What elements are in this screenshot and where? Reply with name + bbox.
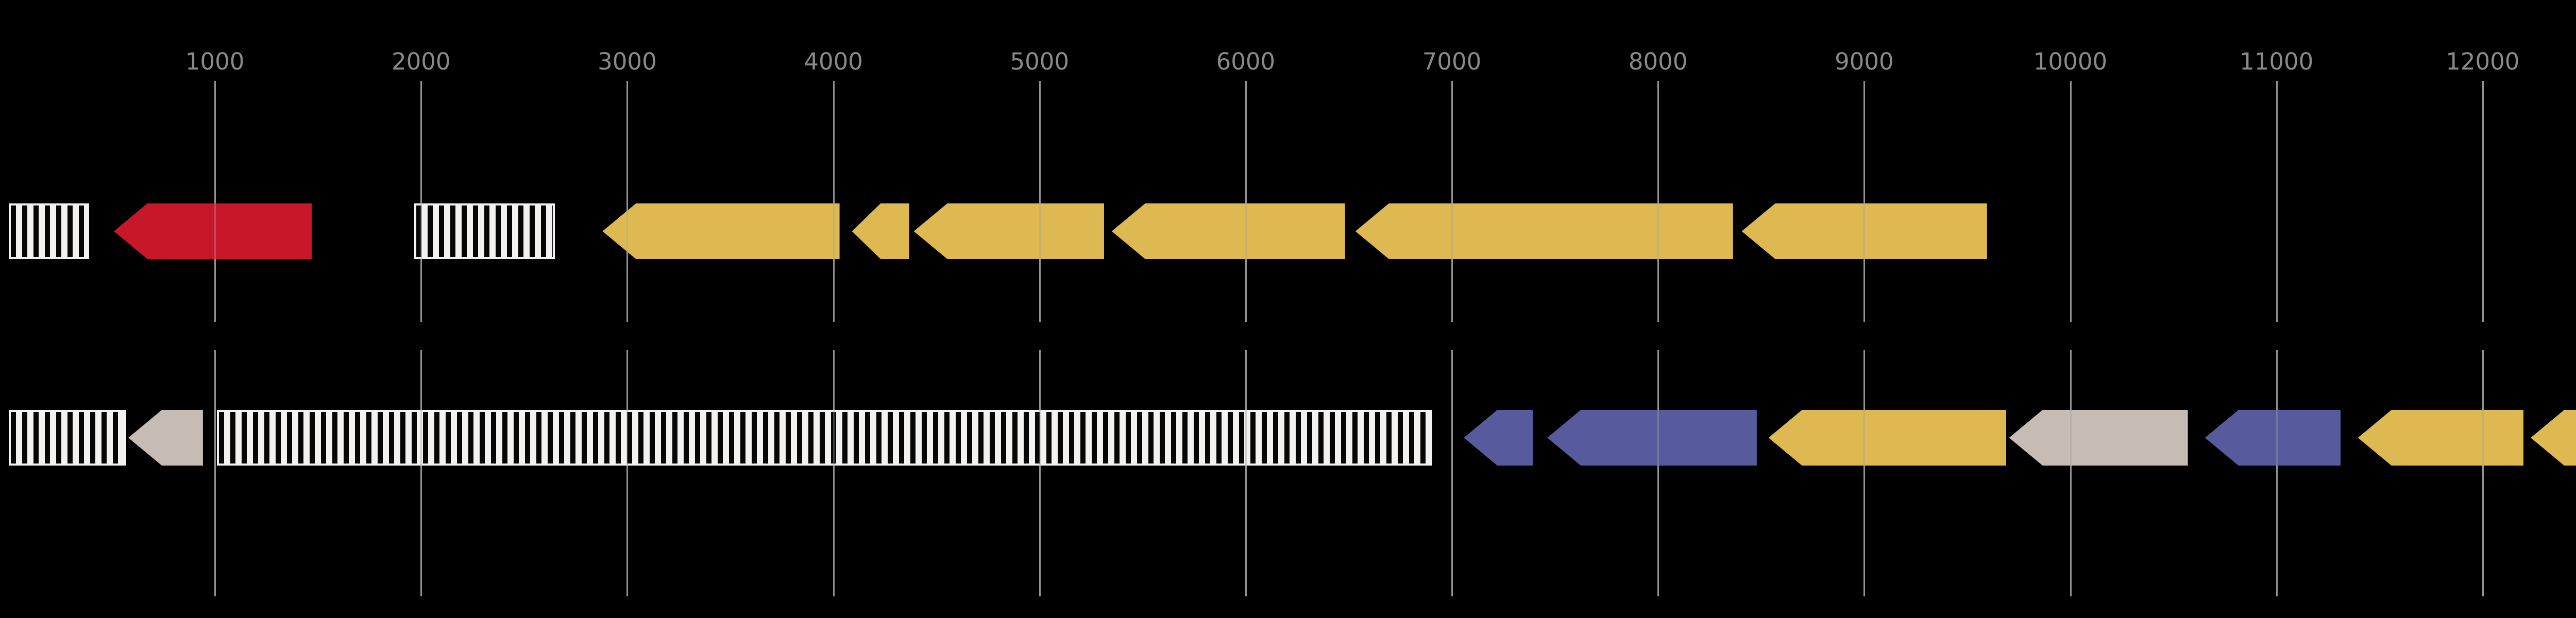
hatched-feature-box — [9, 203, 90, 259]
gridline-overlay — [420, 350, 422, 596]
gridline-overlay — [1451, 350, 1453, 596]
axis-tick-label: 1000 — [185, 48, 245, 75]
axis-tick-label: 9000 — [1835, 48, 1894, 75]
gene-arrow-yellow — [852, 203, 909, 259]
gridline-overlay — [2276, 81, 2278, 322]
axis-tick-label: 5000 — [1010, 48, 1070, 75]
gene-arrow-blue — [2205, 410, 2341, 466]
gridline — [1039, 350, 1041, 596]
gene-arrow-blue — [1547, 410, 1757, 466]
hatched-feature-box — [9, 410, 127, 466]
axis-tick-label: 10000 — [2033, 48, 2108, 75]
gridline-overlay — [1451, 81, 1453, 322]
gridline — [626, 81, 629, 322]
hatched-feature-box — [217, 410, 1433, 466]
axis-tick-label: 4000 — [804, 48, 863, 75]
gridline — [420, 350, 422, 596]
gridline-overlay — [1863, 350, 1866, 596]
gridline — [420, 81, 422, 322]
gene-arrow-yellow — [913, 203, 1104, 259]
gridline-overlay — [2482, 350, 2484, 596]
gene-arrow-tan — [128, 410, 203, 466]
axis-tick-label: 8000 — [1628, 48, 1688, 75]
gene-arrow-yellow — [1741, 203, 1987, 259]
hatched-feature-box — [414, 203, 555, 259]
gridline — [2482, 81, 2484, 322]
gridline — [2276, 81, 2278, 322]
gene-arrow-yellow — [2531, 410, 2576, 466]
gridline-overlay — [833, 81, 835, 322]
gridline-overlay — [1657, 81, 1659, 322]
gene-arrow-yellow — [1768, 410, 2007, 466]
gridline — [1451, 81, 1453, 322]
gridline — [1657, 81, 1659, 322]
gridline-overlay — [833, 350, 835, 596]
axis-tick-label: 2000 — [392, 48, 451, 75]
gene-arrow-yellow — [1355, 203, 1733, 259]
gridline-overlay — [2482, 81, 2484, 322]
gridline-overlay — [1863, 81, 1866, 322]
axis-tick-label: 11000 — [2240, 48, 2314, 75]
gridline — [833, 350, 835, 596]
axis-tick-label: 7000 — [1422, 48, 1482, 75]
gridline — [1451, 350, 1453, 596]
gridline — [1863, 350, 1866, 596]
gridline — [2482, 350, 2484, 596]
gridline-overlay — [214, 350, 216, 596]
gridline — [2070, 81, 2072, 322]
gridline — [1245, 350, 1247, 596]
gene-arrow-yellow — [2358, 410, 2524, 466]
axis-tick-label: 6000 — [1216, 48, 1276, 75]
gridline-overlay — [1245, 350, 1247, 596]
gene-arrow-red — [114, 203, 312, 259]
gridline-overlay — [420, 81, 422, 322]
gridline — [1657, 350, 1659, 596]
gridline — [214, 350, 216, 596]
gridline — [833, 81, 835, 322]
gridline-overlay — [2276, 350, 2278, 596]
gridline-overlay — [1245, 81, 1247, 322]
gridline — [1039, 81, 1041, 322]
gridline-overlay — [626, 81, 629, 322]
gridline-overlay — [626, 350, 629, 596]
gene-arrow-yellow — [1111, 203, 1345, 259]
gridline — [1245, 81, 1247, 322]
gene-arrow-yellow — [602, 203, 840, 259]
gridline-overlay — [2070, 81, 2072, 322]
gridline — [1863, 81, 1866, 322]
gridline-overlay — [214, 81, 216, 322]
gene-arrow-tan — [2009, 410, 2188, 466]
gridline — [626, 350, 629, 596]
gridline — [2070, 350, 2072, 596]
gridline — [214, 81, 216, 322]
gridline-overlay — [1039, 81, 1041, 322]
gridline-overlay — [2070, 350, 2072, 596]
axis-tick-label: 12000 — [2446, 48, 2520, 75]
gridline-overlay — [1657, 350, 1659, 596]
axis-tick-label: 3000 — [598, 48, 657, 75]
gene-arrow-blue — [1464, 410, 1533, 466]
gridline-overlay — [1039, 350, 1041, 596]
gridline — [2276, 350, 2278, 596]
